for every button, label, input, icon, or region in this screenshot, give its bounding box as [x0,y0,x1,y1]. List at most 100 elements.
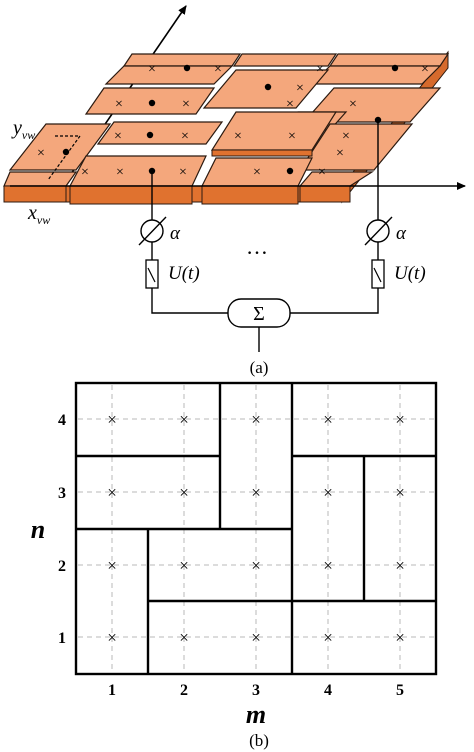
x-tick: 2 [180,682,188,699]
x-ticks: 1 2 3 4 5 [108,682,404,699]
feed-point [183,64,191,72]
tile-1b-side [69,185,193,205]
element-mark: × [316,62,324,77]
tile-4b [232,53,338,67]
switch-right: U(t) [371,259,426,289]
panel-a: ××××××××××××××××××××× yvw xvw α [3,5,466,377]
element-mark: × [115,97,123,112]
cell-mark: × [251,410,261,429]
x-vw-label: xvw [27,202,50,227]
feed-point [264,83,272,91]
x-tick: 3 [252,682,260,699]
switch-blade [147,267,156,283]
cell-mark: × [395,628,405,647]
element-mark: × [253,165,261,180]
cell-mark: × [179,628,189,647]
element-mark: × [37,146,45,161]
element-mark: × [288,129,296,144]
phase-shifter-left: α [138,216,181,246]
cell-mark: × [107,628,117,647]
panel-b: ×××××××××××××××××××× 1 2 3 4 5 4 3 2 1 m… [31,381,438,750]
element-mark: × [342,129,350,144]
phase-shifter-slash [138,216,167,246]
switch-box [145,259,159,289]
element-mark: × [114,129,122,144]
tile-4c [328,53,450,67]
feed-point [146,131,154,139]
x-tick: 1 [108,682,116,699]
x-tick: 5 [396,682,404,699]
x-axis-label: m [246,700,266,729]
cell-mark: × [251,556,261,575]
switch-box [371,259,385,289]
tile-2a [8,123,112,171]
phase-shifter-slash [364,216,393,246]
combiner-wire-right [290,288,379,314]
combiner-wire-left [151,288,228,314]
grid-dashes [78,385,434,672]
cell-mark: × [251,483,261,502]
element-mark: × [296,81,304,96]
cell-mark: × [107,483,117,502]
feed-point [286,167,294,175]
cell-mark: × [323,410,333,429]
element-marks: ××××××××××××××××××××× [37,62,429,180]
tile-2b [96,121,224,145]
tile-4d [104,65,234,85]
phase-shifter-right: α [364,216,407,246]
y-vw-label: yvw [11,117,35,142]
cell-mark: × [251,628,261,647]
cell-mark: × [323,483,333,502]
cell-marks: ×××××××××××××××××××× [107,410,405,647]
element-mark: × [81,165,89,180]
cell-mark: × [107,410,117,429]
phase-label: α [170,223,181,244]
switch-blade [373,267,382,283]
tile-1d [298,171,375,187]
tile-2c-side [211,149,313,157]
tile-1d-side [299,185,351,203]
cell-mark: × [179,410,189,429]
tile-row-4 [104,53,450,85]
element-mark: × [336,146,344,161]
element-mark: × [318,165,326,180]
tile-boundaries [76,383,436,674]
summation-symbol: Σ [253,303,265,325]
y-tick: 4 [58,412,66,429]
cell-mark: × [179,483,189,502]
element-mark: × [234,129,242,144]
x-tick: 4 [324,682,332,699]
element-mark: × [148,62,156,77]
caption-a: (a) [250,358,269,377]
element-mark: × [214,62,222,77]
cell-mark: × [395,483,405,502]
switch-left: U(t) [145,259,200,289]
cell-mark: × [395,410,405,429]
y-tick: 1 [58,630,66,647]
element-mark: × [286,97,294,112]
switch-label: U(t) [168,263,200,284]
tile-1c-side [201,185,299,205]
element-mark: × [116,165,124,180]
element-mark: × [349,97,357,112]
element-mark: × [421,62,429,77]
cell-mark: × [107,556,117,575]
y-tick: 2 [58,558,66,575]
cell-mark: × [323,628,333,647]
element-mark: × [179,165,187,180]
y-tick: 3 [58,485,66,502]
phase-label: α [396,223,407,244]
tile-1a-side [3,185,67,203]
tile-4a [122,53,242,67]
feed-point [391,64,399,72]
y-ticks: 4 3 2 1 [58,412,66,647]
cell-mark: × [395,556,405,575]
local-y-dash [47,135,82,181]
switch-label: U(t) [394,263,426,284]
feed-point [148,99,156,107]
y-axis-label: n [31,515,45,544]
tile-1a [3,171,78,187]
tile-row-2 [8,111,414,171]
cell-mark: × [179,556,189,575]
